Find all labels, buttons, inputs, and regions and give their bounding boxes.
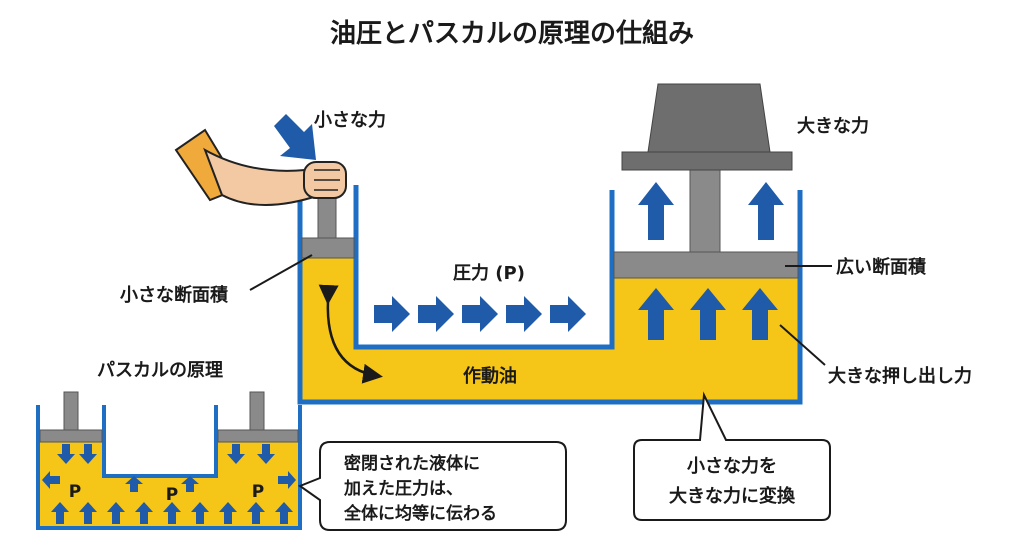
conversion-line-2: 大きな力に変換 [669, 485, 796, 507]
hand-icon [174, 128, 347, 206]
pascal-right-piston [217, 429, 299, 443]
pascal-callout-line-3: 全体に均等に伝わる [343, 503, 497, 524]
small-force-label: 小さな力 [314, 110, 386, 131]
pascal-right-rod [249, 391, 265, 431]
small-piston [301, 237, 355, 259]
large-piston-rod [689, 167, 721, 253]
hydraulic-oil [300, 258, 800, 402]
pascal-container [36, 405, 302, 530]
large-push-leader [779, 324, 826, 366]
large-force-label: 大きな力 [797, 115, 869, 137]
pressure-mark-left: P [69, 482, 81, 502]
large-piston [613, 251, 799, 279]
push-arrows [638, 288, 778, 340]
pressure-mark-center: P [166, 485, 178, 505]
pascal-left-rod [63, 391, 79, 431]
pascal-callout-line-2: 加えた圧力は、 [343, 478, 463, 499]
oil-label: 作動油 [463, 365, 517, 387]
pascal-callout: 密閉された液体に 加えた圧力は、 全体に均等に伝わる [297, 441, 567, 531]
small-force-arrow [274, 114, 316, 160]
load-weight [647, 83, 771, 153]
load-plate [621, 151, 793, 171]
large-push-label: 大きな押し出し力 [828, 365, 972, 387]
pascal-inset: P P P [36, 391, 302, 530]
hydraulic-system [174, 83, 832, 405]
pressure-label: 圧力 (P) [453, 263, 525, 284]
large-force-arrows [638, 182, 784, 240]
hydraulic-container [297, 185, 803, 405]
wide-area-label: 広い断面積 [836, 256, 927, 278]
pascal-left-piston [39, 429, 103, 443]
flow-arrow [318, 284, 383, 384]
pascal-callout-line-1: 密閉された液体に [344, 453, 480, 474]
pressure-arrows [374, 296, 586, 332]
pascal-pressure-arrows [42, 444, 296, 524]
pressure-mark-right: P [252, 482, 264, 502]
conversion-callout: 小さな力を 大きな力に変換 [633, 391, 831, 521]
small-area-label: 小さな断面積 [120, 284, 229, 306]
small-area-leader [249, 254, 313, 291]
conversion-line-1: 小さな力を [687, 456, 777, 477]
pascal-heading: パスカルの原理 [97, 360, 223, 381]
page-title: 油圧とパスカルの原理の仕組み [330, 18, 694, 49]
